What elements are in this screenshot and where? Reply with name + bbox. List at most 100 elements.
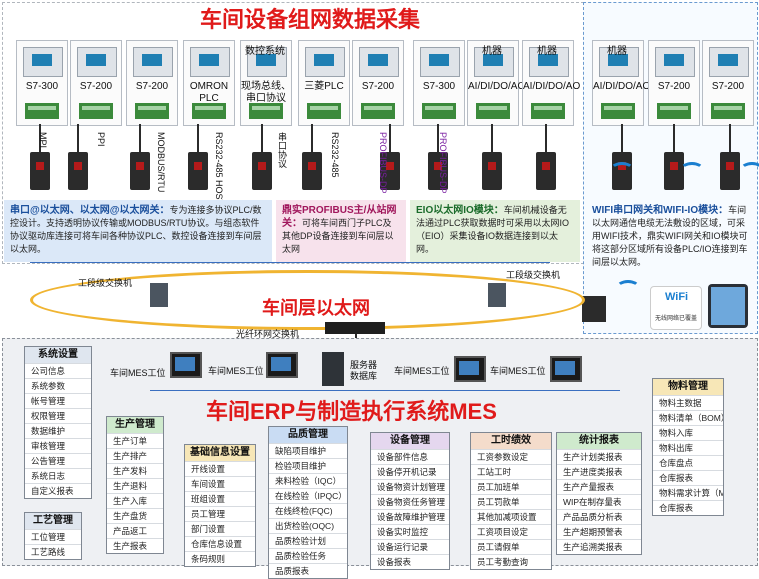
wifi-router-icon — [582, 296, 606, 322]
device-card: S7-200 — [70, 40, 122, 126]
wifi-icon — [680, 162, 704, 177]
title-mid: 车间层以太网 — [262, 298, 370, 318]
module-item: 生产盘货 — [107, 508, 163, 523]
eio-module-panel: EIO以太网IO模块：车间机械设备无法通过PLC获取数据时可采用以太网IO（EI… — [410, 200, 580, 262]
mes-station-monitor — [170, 352, 202, 378]
device-card: S7-200 — [126, 40, 178, 126]
device-plc-label: S7-200 — [657, 81, 691, 92]
section-switch-right — [488, 283, 506, 307]
device-plc-label: 现场总线、串口协议 — [241, 81, 291, 104]
module-item: 产品品质分析表 — [557, 509, 641, 524]
connection-line — [437, 124, 439, 152]
gateway-device-icon — [380, 152, 400, 190]
ring-switch-label: 光纤环网交换机 — [236, 329, 300, 339]
plc-module-icon — [657, 103, 691, 119]
module-item: 缺陷项目维护 — [269, 443, 347, 458]
device-plc-label: 三菱PLC — [304, 81, 344, 92]
module-item: 物料出库 — [653, 440, 723, 455]
module-title: 生产管理 — [107, 417, 163, 433]
module-item: 生产追溯类报表 — [557, 539, 641, 554]
eio-module-title: EIO以太网IO模块： — [416, 205, 504, 216]
module-title: 系统设置 — [25, 347, 91, 363]
device-plc-label: S7-200 — [361, 81, 395, 92]
gateway-device-icon — [188, 152, 208, 190]
module-item: 品质检验任务 — [269, 548, 347, 563]
plc-module-icon — [711, 103, 745, 119]
connection-line — [545, 124, 547, 152]
mes-station-monitor — [266, 352, 298, 378]
protocol-label: MPI — [38, 132, 48, 149]
protocol-label: PROFIBUS-DP — [378, 132, 388, 194]
protocol-label: 串口协议 — [277, 132, 287, 168]
module-item: 工艺路线 — [25, 544, 81, 559]
serial-gateway-text: 专为连接多协议PLC/数控设计。支持透明协议传输或MODBUS/RTU协议。与组… — [10, 205, 262, 254]
connection-line — [197, 124, 199, 152]
mes-module-card: 设备管理设备部件信息设备停开机记录设备物资计划管理设备物资任务管理设备故障维护管… — [370, 432, 450, 570]
plc-module-icon — [307, 103, 341, 119]
connection-line — [77, 124, 79, 152]
gateway-device-icon — [664, 152, 684, 190]
module-item: 员工罚款单 — [471, 494, 551, 509]
server-icon — [322, 352, 344, 386]
module-item: 设备物资计划管理 — [371, 479, 449, 494]
module-item: 产品返工 — [107, 523, 163, 538]
module-item: 生产超期预警表 — [557, 524, 641, 539]
mes-module-card: 工艺管理工位管理工艺路线 — [24, 512, 82, 560]
module-item: 自定义报表 — [25, 483, 91, 498]
module-item: 品质检验计划 — [269, 533, 347, 548]
module-title: 品质管理 — [269, 427, 347, 443]
gateway-device-icon — [536, 152, 556, 190]
module-item: 员工请假单 — [471, 539, 551, 554]
module-item: 设备部件信息 — [371, 449, 449, 464]
module-item: 物料入库 — [653, 425, 723, 440]
plc-module-icon — [192, 103, 226, 119]
protocol-label: MODBUS/RTU — [156, 132, 166, 193]
gateway-device-icon — [428, 152, 448, 190]
module-item: 系统参数 — [25, 378, 91, 393]
connection-line — [311, 124, 313, 152]
module-item: 仓库报表 — [653, 500, 723, 515]
module-item: 员工加班单 — [471, 479, 551, 494]
module-item: 检验项目维护 — [269, 458, 347, 473]
profibus-gateway-title: 鼎实PROFIBUS主/从站网关： — [282, 205, 397, 229]
mes-bus-line — [150, 390, 620, 391]
device-card: 三菱PLC — [298, 40, 350, 126]
device-card: S7-300 — [413, 40, 465, 126]
machine-image — [599, 47, 639, 77]
module-item: 公司信息 — [25, 363, 91, 378]
module-item: 员工管理 — [185, 506, 255, 521]
wifi-icon — [616, 280, 640, 295]
module-item: 生产入库 — [107, 493, 163, 508]
module-item: 仓库盘点 — [653, 455, 723, 470]
plc-module-icon — [601, 103, 635, 119]
serial-gateway-title: 串口@以太网、以太网@以太网关： — [10, 205, 170, 216]
module-item: 员工考勤查询 — [471, 554, 551, 569]
module-item: 生产订单 — [107, 433, 163, 448]
module-item: 设备物资任务管理 — [371, 494, 449, 509]
module-title: 设备管理 — [371, 433, 449, 449]
module-item: 物料清单（BOM） — [653, 410, 723, 425]
plc-module-icon — [422, 103, 456, 119]
gateway-device-icon — [302, 152, 322, 190]
device-plc-label: S7-200 — [135, 81, 169, 92]
module-title: 基础信息设置 — [185, 445, 255, 461]
device-plc-label: S7-200 — [711, 81, 745, 92]
mes-module-card: 系统设置公司信息系统参数帐号管理权限管理数据维护审核管理公告管理系统日志自定义报… — [24, 346, 92, 499]
module-item: 系统日志 — [25, 468, 91, 483]
device-plc-label: S7-300 — [25, 81, 59, 92]
module-title: 工艺管理 — [25, 513, 81, 529]
device-top-label: 机器 — [482, 46, 502, 57]
module-item: 物料主数据 — [653, 395, 723, 410]
machine-image — [23, 47, 63, 77]
mes-station-label: 车间MES工位 — [208, 366, 264, 376]
device-card: AI/DI/DO/AO — [467, 40, 526, 126]
wifi-gateway-title: WIFI串口网关和WIFI-IO模块： — [592, 205, 729, 216]
module-item: 来料检验（IQC） — [269, 473, 347, 488]
module-item: 物料需求计算（MRP） — [653, 485, 723, 500]
module-item: 生产报表 — [107, 538, 163, 553]
device-plc-label: AI/DI/DO/AO — [468, 81, 526, 92]
module-item: 工资参数设定 — [471, 449, 551, 464]
connection-line — [139, 124, 141, 152]
mes-module-card: 物料管理物料主数据物料清单（BOM）物料入库物料出库仓库盘点仓库报表物料需求计算… — [652, 378, 724, 516]
ethernet-ring — [30, 270, 585, 330]
